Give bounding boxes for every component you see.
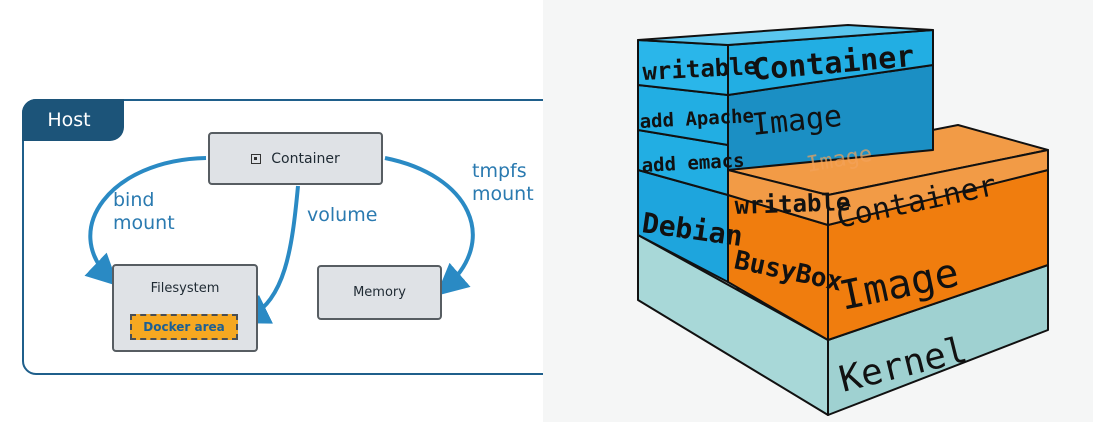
orange-writable-right xyxy=(827,149,1049,226)
blue-top-face xyxy=(637,24,934,46)
host-label: Host xyxy=(22,99,124,141)
docker-area: Docker area xyxy=(130,314,238,340)
writable-top-label: writable xyxy=(642,52,759,86)
tmpfs-mount-line-2: mount xyxy=(472,183,534,205)
bind-mount-line-2: mount xyxy=(113,212,175,234)
tmpfs-mount-label: tmpfs mount xyxy=(472,160,552,206)
filesystem-label: Filesystem xyxy=(150,281,220,296)
memory-label: Memory xyxy=(353,285,406,300)
bind-mount-label: bind mount xyxy=(113,189,193,235)
tmpfs-mount-arrow xyxy=(384,156,475,296)
memory-box: Memory xyxy=(317,265,442,320)
add-emacs-label: add emacs xyxy=(641,150,745,177)
image-layers-diagram: writable Container add Apache Image add … xyxy=(543,0,1093,422)
bind-mount-line-1: bind xyxy=(113,189,155,211)
docker-mounts-diagram: Host Container Filesystem Docker area Me… xyxy=(0,0,574,422)
layers-drawing: writable Container add Apache Image add … xyxy=(637,24,1049,416)
mount-arrows xyxy=(84,156,475,324)
container-box: Container xyxy=(208,132,383,185)
container-label: Container xyxy=(271,150,340,167)
volume-arrow xyxy=(237,185,300,324)
volume-label: volume xyxy=(307,204,378,226)
bind-mount-arrow xyxy=(84,156,207,287)
writable-mid-label: writable xyxy=(734,188,851,220)
filesystem-box: Filesystem Docker area xyxy=(112,264,258,352)
container-icon xyxy=(251,153,262,164)
tmpfs-mount-line-1: tmpfs xyxy=(472,160,527,182)
